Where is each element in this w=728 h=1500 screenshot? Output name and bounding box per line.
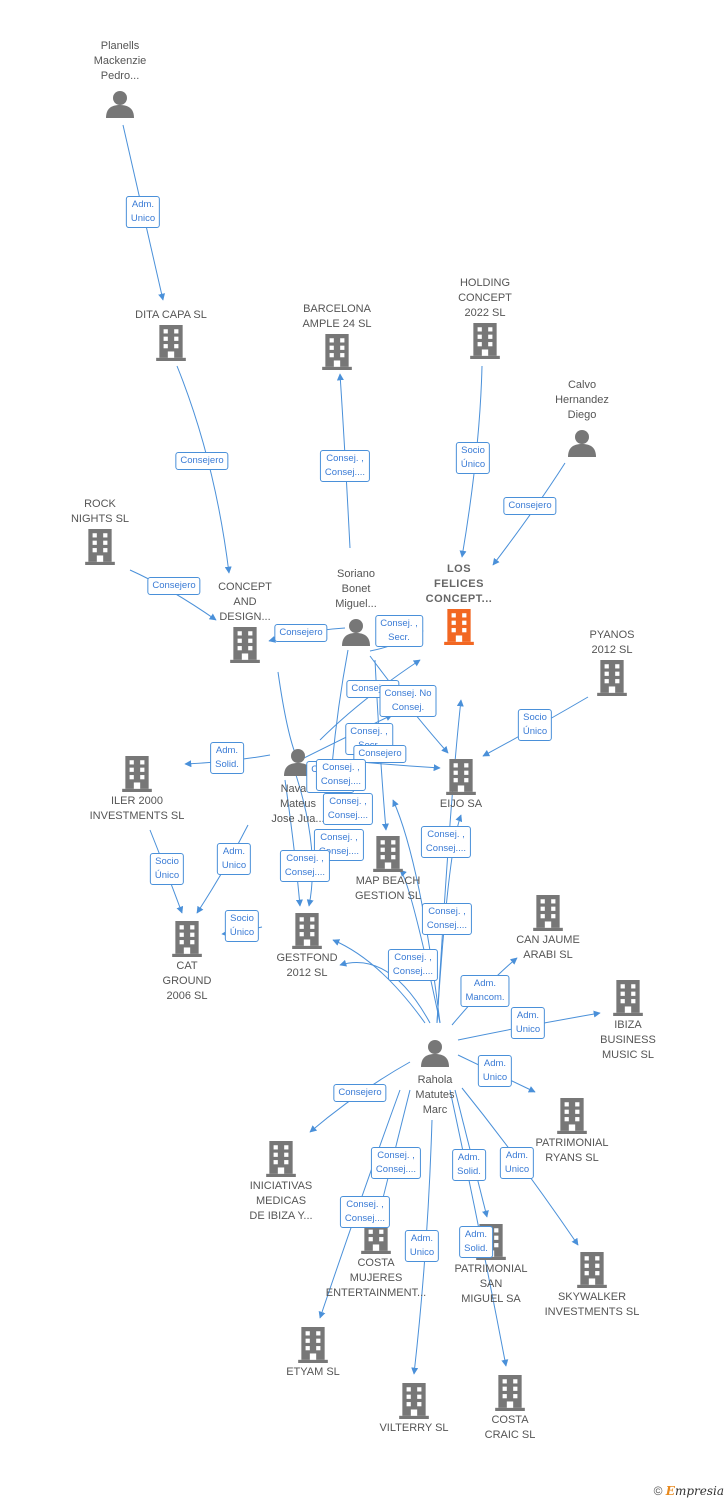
edge-label-e27[interactable]: Adm. Unico — [510, 1007, 546, 1039]
node-label-cat[interactable]: CAT GROUND 2006 SL — [162, 960, 212, 1002]
edge-label-e12[interactable]: Adm. Solid. — [210, 742, 244, 774]
node-label-navarro[interactable]: Nava... Mateus Jose Jua... — [271, 783, 325, 825]
edge-label-e20[interactable]: Consej. , Consej.... — [279, 850, 331, 882]
node-label-patrimonials[interactable]: PATRIMONIAL SAN MIGUEL SA — [454, 1263, 528, 1305]
edge-e24 — [436, 814, 463, 1024]
edge-e20 — [284, 779, 303, 907]
edge-label-e8[interactable]: Consej. , Secr. — [375, 615, 423, 647]
building-icon-mapbeach[interactable] — [373, 836, 403, 872]
node-label-iler[interactable]: ILER 2000 INVESTMENTS SL — [89, 795, 185, 822]
person-icon-rahola[interactable] — [421, 1040, 449, 1067]
building-icon-costac[interactable] — [495, 1375, 525, 1411]
node-label-gestfond[interactable]: GESTFOND 2012 SL — [276, 952, 338, 979]
edge-e10 — [319, 659, 421, 741]
edge-label-e7[interactable]: Consejero — [274, 624, 328, 642]
node-label-calvo[interactable]: Calvo Hernandez Diego — [555, 379, 609, 421]
edge-label-e16[interactable]: Consej. , Consej.... — [322, 793, 374, 825]
edge-label-e18[interactable]: Adm. Unico — [216, 843, 252, 875]
node-label-vilterry[interactable]: VILTERRY SL — [379, 1422, 449, 1434]
node-label-rock[interactable]: ROCK NIGHTS SL — [70, 498, 130, 525]
edge-label-e34[interactable]: Adm. Unico — [404, 1230, 440, 1262]
edge-label-e30[interactable]: Consej. , Consej.... — [370, 1147, 422, 1179]
node-label-iniciativas[interactable]: INICIATIVAS MEDICAS DE IBIZA Y... — [249, 1180, 313, 1222]
node-label-concept[interactable]: CONCEPT AND DESIGN... — [218, 581, 272, 623]
edge-label-e21[interactable]: Consej. , Consej.... — [315, 759, 367, 791]
edge-e37 — [332, 939, 426, 1024]
person-icon-planells[interactable] — [106, 91, 134, 118]
edge-label-e26[interactable]: Adm. Mancom. — [460, 975, 510, 1007]
edge-label-e23[interactable]: Consej. , Consej.... — [420, 826, 472, 858]
edge-label-e14[interactable]: Consejero — [353, 745, 407, 763]
building-icon-dita[interactable] — [156, 325, 186, 361]
building-icon-iniciativas[interactable] — [266, 1141, 296, 1177]
node-label-canjaume[interactable]: CAN JAUME ARABI SL — [516, 934, 580, 961]
edge-e38 — [399, 869, 441, 1024]
building-icon-etyam[interactable] — [298, 1327, 328, 1363]
node-label-costam[interactable]: COSTA MUJERES ENTERTAINMENT... — [325, 1257, 427, 1299]
node-label-patrimonialr[interactable]: PATRIMONIAL RYANS SL — [535, 1137, 609, 1164]
node-label-pyanos[interactable]: PYANOS 2012 SL — [589, 629, 635, 656]
edge-label-e29[interactable]: Consejero — [333, 1084, 387, 1102]
node-label-skywalker[interactable]: SKYWALKER INVESTMENTS SL — [544, 1291, 640, 1318]
building-icon-skywalker[interactable] — [577, 1252, 607, 1288]
edge-label-e9[interactable]: Socio Único — [517, 709, 553, 741]
node-label-mapbeach[interactable]: MAP BEACH GESTION SL — [354, 875, 422, 902]
node-label-holding[interactable]: HOLDING CONCEPT 2022 SL — [458, 277, 512, 319]
building-icon-gestfond[interactable] — [292, 913, 322, 949]
node-label-costac[interactable]: COSTA CRAIC SL — [484, 1414, 536, 1441]
edge-label-e35[interactable]: Adm. Solid. — [459, 1226, 493, 1258]
building-icon-cat[interactable] — [172, 921, 202, 957]
building-icon-rock[interactable] — [85, 529, 115, 565]
building-icon-canjaume[interactable] — [533, 895, 563, 931]
edge-label-e11[interactable]: Consej. No Consej. — [379, 685, 437, 717]
edge-label-e3[interactable]: Consej. , Consej.... — [319, 450, 371, 482]
node-label-eijo[interactable]: EIJO SA — [439, 798, 483, 810]
building-icon-iler[interactable] — [122, 756, 152, 792]
edge-label-e22[interactable]: Socio Único — [224, 910, 260, 942]
edge-label-e28[interactable]: Adm. Unico — [477, 1055, 513, 1087]
node-label-losfelices[interactable]: LOS FELICES CONCEPT... — [425, 563, 493, 605]
footer: © Empresia — [654, 1484, 724, 1498]
node-label-ibiza[interactable]: IBIZA BUSINESS MUSIC SL — [600, 1019, 656, 1061]
edge-e16 — [295, 774, 314, 907]
building-icon-eijo[interactable] — [446, 759, 476, 795]
copyright-icon: © — [653, 1484, 663, 1498]
building-icon-ibiza[interactable] — [613, 980, 643, 1016]
building-icon-holding[interactable] — [470, 323, 500, 359]
node-label-rahola[interactable]: Rahola Matutes Marc — [415, 1074, 455, 1116]
person-icon-soriano[interactable] — [342, 619, 370, 646]
edge-label-e4[interactable]: Socio Único — [455, 442, 491, 474]
building-icon-losfelices[interactable] — [444, 609, 474, 645]
edge-e25 — [339, 959, 431, 1024]
edge-label-e1[interactable]: Adm. Unico — [125, 196, 161, 228]
node-label-dita[interactable]: DITA CAPA SL — [135, 309, 207, 321]
edge-label-e25[interactable]: Consej. , Consej.... — [387, 949, 439, 981]
building-icon-pyanos[interactable] — [597, 660, 627, 696]
edge-e36 — [392, 799, 441, 1024]
edge-label-e6[interactable]: Consejero — [147, 577, 201, 595]
building-icon-patrimonialr[interactable] — [557, 1098, 587, 1134]
node-label-soriano[interactable]: Soriano Bonet Miguel... — [335, 568, 377, 610]
node-label-barcelona[interactable]: BARCELONA AMPLE 24 SL — [302, 303, 372, 330]
building-icon-concept[interactable] — [230, 627, 260, 663]
edge-label-e32[interactable]: Adm. Unico — [499, 1147, 535, 1179]
edge-label-e17[interactable]: Socio Único — [149, 853, 185, 885]
building-icon-barcelona[interactable] — [322, 334, 352, 370]
person-icon-calvo[interactable] — [568, 430, 596, 457]
edge-label-e31[interactable]: Adm. Solid. — [452, 1149, 486, 1181]
brand-logo[interactable]: Empresia — [665, 1484, 724, 1498]
edge-label-e24[interactable]: Consej. , Consej.... — [421, 903, 473, 935]
edge-label-e33[interactable]: Consej. , Consej.... — [339, 1196, 391, 1228]
node-label-planells[interactable]: Planells Mackenzie Pedro... — [93, 40, 147, 82]
edge-label-e5[interactable]: Consejero — [503, 497, 557, 515]
edge-label-e2[interactable]: Consejero — [175, 452, 229, 470]
node-label-etyam[interactable]: ETYAM SL — [286, 1366, 340, 1378]
building-icon-vilterry[interactable] — [399, 1383, 429, 1419]
edge-e21 — [277, 671, 298, 759]
